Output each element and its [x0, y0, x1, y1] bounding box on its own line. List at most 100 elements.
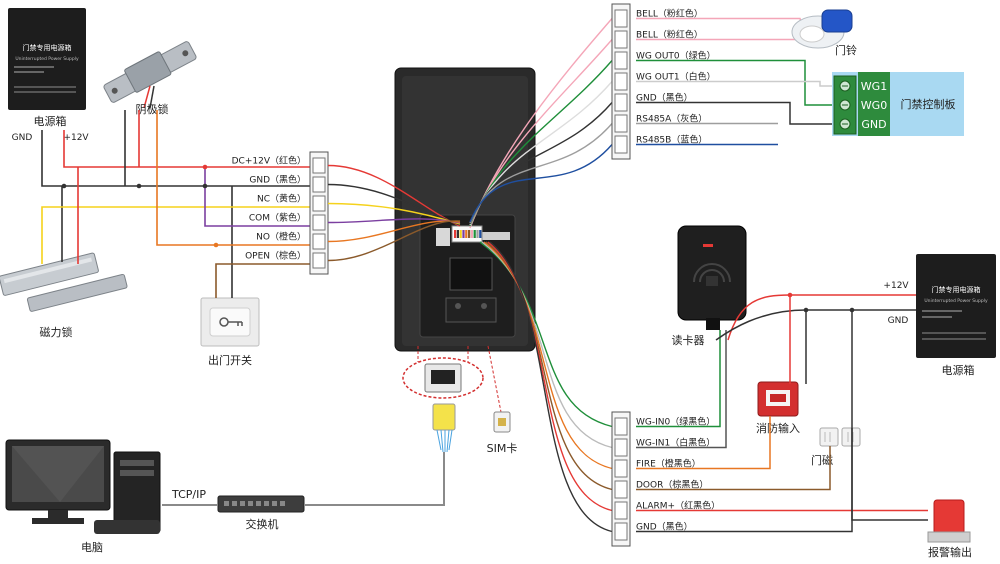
top-terminal-label: GND（黑色）	[636, 92, 693, 104]
controller-pin-wg1: WG1	[861, 80, 887, 93]
top-terminal-label: RS485A（灰色）	[636, 113, 707, 125]
bottom-wire	[636, 446, 831, 491]
computer-label: 电脑	[81, 541, 103, 554]
left-terminal-slot	[312, 233, 326, 250]
power-box-left-label: 电源箱	[34, 114, 67, 128]
harness-top-right	[469, 18, 613, 229]
harness-bottom-right	[479, 241, 613, 533]
left-wires	[41, 110, 310, 298]
bottom-wire	[636, 310, 853, 533]
top-terminal-slot	[614, 30, 628, 49]
strike-lock	[103, 41, 197, 109]
doorbell-label: 门铃	[835, 43, 857, 57]
top-terminal-label: WG OUT1（白色）	[636, 71, 716, 83]
gnd-right-label: GND	[888, 316, 909, 326]
power-box-right: 门禁专用电源箱 Uninterrupted Power Supply	[916, 254, 996, 358]
top-wire	[636, 59, 840, 106]
exit-button	[200, 297, 260, 347]
junction-dot	[787, 292, 793, 298]
switch-label: 交换机	[246, 517, 279, 531]
junction-dot	[849, 307, 855, 313]
bottom-wire	[636, 416, 771, 470]
rj45-plug	[305, 403, 456, 506]
connector-pin	[459, 230, 462, 238]
bottom-wire	[851, 428, 928, 521]
rj45-port	[402, 346, 484, 399]
connector-pin	[473, 230, 476, 238]
power-box-left-title: 门禁专用电源箱	[23, 43, 72, 52]
door-contact	[819, 427, 861, 447]
sim-card	[493, 411, 511, 433]
left-terminal-label: OPEN（棕色）	[245, 250, 306, 262]
left-terminal-slot	[312, 252, 326, 269]
bottom-terminal-slot	[614, 438, 628, 457]
left-terminal-slot	[312, 176, 326, 193]
bottom-terminal-slot	[614, 501, 628, 520]
bottom-right-wires	[636, 292, 928, 533]
card-reader-label: 读卡器	[672, 333, 705, 347]
alarm-output-label: 报警输出	[928, 545, 972, 559]
top-terminal-label: WG OUT0（绿色）	[636, 50, 716, 62]
bottom-terminal-label: ALARM+（红黑色）	[636, 500, 720, 512]
v12-left-label: +12V	[63, 133, 89, 143]
power-box-right-label: 电源箱	[942, 363, 975, 377]
top-terminal-slot	[614, 114, 628, 133]
card-reader	[677, 225, 747, 330]
mag-lock	[0, 252, 128, 312]
power-box-left: 门禁专用电源箱 Uninterrupted Power Supply	[8, 8, 86, 110]
fire-input	[757, 381, 799, 417]
access-control-device	[394, 67, 536, 352]
left-terminal-block: DC+12V（红色）GND（黑色）NC（黄色）COM（紫色）NO（橙色）OPEN…	[232, 151, 329, 275]
harness-bottom-wire	[489, 241, 613, 533]
computer	[5, 439, 161, 534]
harness-bottom-wire	[485, 241, 613, 491]
fire-input-label: 消防输入	[756, 421, 800, 435]
left-terminal-label: GND（黑色）	[249, 174, 306, 186]
top-terminal-slot	[614, 93, 628, 112]
bottom-terminal-label: WG-IN1（白黑色）	[636, 437, 715, 449]
gnd-left-label: GND	[12, 133, 33, 143]
alarm-output	[927, 499, 971, 543]
top-terminal-slot	[614, 9, 628, 28]
left-terminal-label: DC+12V（红色）	[232, 155, 306, 167]
top-wire	[636, 101, 840, 125]
controller-label: 门禁控制板	[901, 97, 956, 111]
bottom-terminal-label: FIRE（橙黑色）	[636, 458, 701, 470]
sim-card-label: SIM卡	[487, 442, 518, 455]
harness-bottom-wire	[487, 241, 613, 512]
top-terminal-slot	[614, 51, 628, 70]
controller-pin-gnd: GND	[861, 118, 886, 131]
connector-pin	[476, 230, 479, 238]
bottom-wire	[715, 309, 916, 341]
harness-top-wire	[469, 144, 613, 223]
v12-right-label: +12V	[883, 281, 909, 291]
tcpip-label: TCP/IP	[171, 488, 206, 501]
door-contact-label: 门磁	[811, 453, 833, 467]
bottom-terminal-slot	[614, 480, 628, 499]
bottom-terminal-label: WG-IN0（绿黑色）	[636, 416, 715, 428]
controller-pin-wg0: WG0	[861, 99, 887, 112]
power-box-left-subtitle: Uninterrupted Power Supply	[15, 56, 79, 62]
connector-pin	[470, 230, 473, 238]
harness-bottom-wire	[483, 241, 613, 470]
harness-left	[327, 164, 461, 262]
controller-board: WG1 WG0 GND 门禁控制板	[832, 72, 964, 136]
bottom-terminal-slot	[614, 459, 628, 478]
bottom-terminal-label: DOOR（棕黑色）	[636, 479, 708, 491]
bottom-wire	[636, 330, 727, 449]
power-box-right-subtitle: Uninterrupted Power Supply	[924, 298, 988, 304]
strike-lock-label: 阴极锁	[136, 102, 169, 116]
bottom-wire	[636, 330, 721, 428]
harness-left-wire	[327, 220, 461, 262]
left-terminal-label: NO（橙色）	[256, 231, 306, 243]
power-box-right-title: 门禁专用电源箱	[932, 285, 981, 294]
top-terminal-label: RS485B（蓝色）	[636, 134, 707, 146]
top-terminal-label: BELL（粉红色）	[636, 8, 703, 20]
connector-pin	[468, 230, 471, 238]
left-terminal-slot	[312, 195, 326, 212]
top-terminal-slot	[614, 135, 628, 154]
connector-pin	[454, 230, 457, 238]
top-wire	[636, 80, 840, 87]
top-terminal-label: BELL（粉红色）	[636, 29, 703, 41]
